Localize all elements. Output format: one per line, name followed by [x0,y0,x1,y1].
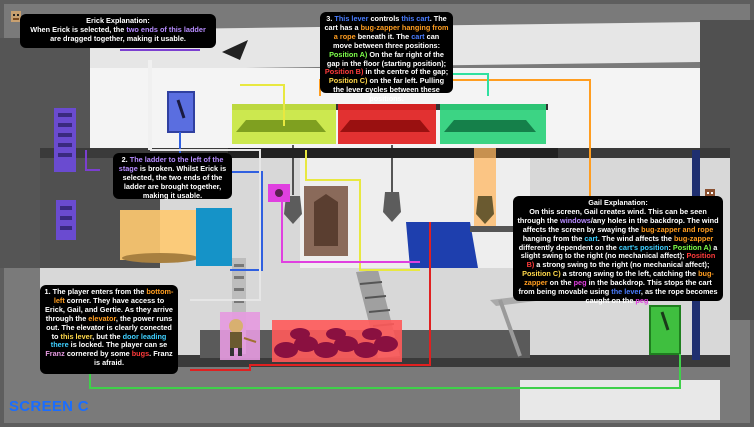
wire-magenta [281,200,420,263]
bug-zapper-b [383,192,401,222]
elevator-top [122,253,198,263]
player-entry-note: 1. The player enters from the bottom-lef… [40,285,178,374]
wire-yellow-top [240,84,285,126]
erick-explanation-note: Erick Explanation: When Erick is selecte… [20,14,216,48]
monitor [406,222,478,268]
erick-avatar-icon [11,11,21,22]
peg [275,189,283,197]
screen-label: SCREEN C [9,398,89,415]
ladder-note: 2. The ladder to the left of the stage i… [113,153,232,200]
bug-zapper-a [284,196,302,224]
bug-zapper-c [476,196,494,224]
ceiling-lamp [222,40,248,60]
franz [229,319,257,356]
wire-white [150,149,261,301]
desk [470,226,516,232]
bugs [274,328,398,358]
lower-right-block [520,380,720,420]
cart-position-c[interactable] [440,104,546,144]
lever[interactable] [167,91,195,133]
door-handle [660,311,670,331]
gail-explanation-note: Gail Explanation: On this screen, Gail c… [513,196,723,305]
gail-explanation-title: Gail Explanation: [588,198,648,207]
erick-explanation-text: When Erick is selected, the two ends of … [30,24,206,43]
blue-pillar [196,208,232,266]
wire-red [190,222,431,371]
right-ramp-leg [498,299,522,357]
broken-ladder[interactable] [54,108,76,240]
elevator-highlight[interactable] [120,210,200,260]
lever-cart-note: 3. This lever controls this cart. The ca… [320,12,453,103]
door-leading-there[interactable] [649,305,681,355]
door-panel [314,194,338,246]
wire-teal [440,73,489,96]
wire-yellow [305,150,420,271]
wire-green [89,354,681,389]
wire-purple [85,150,100,171]
cart-position-b[interactable] [338,104,436,144]
floor-gap [228,148,558,158]
erick-explanation-title: Erick Explanation: [86,16,150,25]
